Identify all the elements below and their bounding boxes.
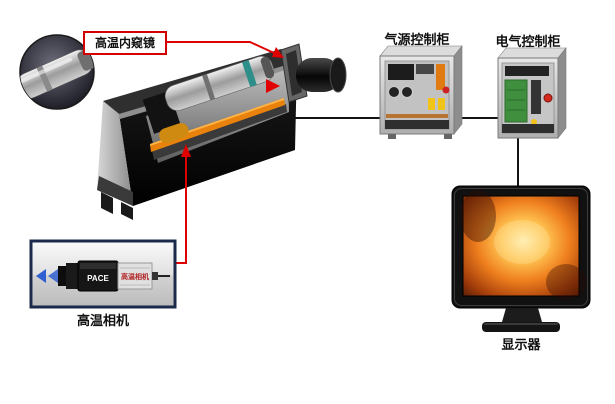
drive-motor (159, 123, 189, 144)
monitor-neck (502, 308, 542, 322)
monitor (451, 185, 591, 332)
air-control-cabinet (379, 45, 463, 139)
connector-cables (294, 117, 519, 187)
housing-left-band (97, 176, 133, 206)
interior-machinery (142, 56, 287, 160)
callout-endoscope-line (163, 41, 275, 54)
exit-flange-inner (286, 50, 302, 96)
monitor-label: 显示器 (501, 337, 541, 352)
pressure-gauge-1 (388, 86, 400, 98)
electric-cabinet-label: 电气控制柜 (495, 34, 561, 49)
pcb-green (504, 79, 528, 123)
indicator-yellow (531, 119, 537, 125)
endoscope-tip-inset (19, 34, 95, 110)
air-valve-orange (436, 64, 445, 90)
camera-lens-ring (58, 266, 68, 286)
electric-module (505, 66, 549, 76)
camera-inset: PACE 高温相机 (29, 239, 177, 309)
view-direction-arrow-1 (36, 269, 46, 283)
air-knob-red (442, 86, 450, 94)
callout-camera-arrow (181, 144, 191, 157)
guide-rail-orange (150, 98, 285, 152)
valve-handle-1 (428, 98, 435, 110)
lens-barrel (296, 57, 347, 93)
camera-connector (152, 272, 158, 280)
pressure-gauge-2 (401, 86, 413, 98)
insertion-direction-arrow (266, 79, 280, 93)
air-cabinet-label: 气源控制柜 (384, 32, 450, 47)
housing-foot-right (121, 202, 133, 220)
view-direction-arrow-2 (48, 269, 58, 283)
protective-housing (97, 43, 347, 220)
camera-label: 高温相机 (76, 313, 129, 328)
monitor-screen-furnace-view (462, 195, 580, 297)
endoscope-label: 高温内窥镜 (83, 31, 167, 55)
emergency-button-red (543, 93, 553, 103)
barrel-ring-teal (241, 60, 257, 87)
housing-foot-left (101, 192, 113, 214)
valve-handle-2 (438, 98, 445, 110)
camera-brand-text: PACE (87, 274, 109, 283)
air-pipe (386, 114, 448, 118)
callout-endoscope-arrow (272, 47, 284, 58)
callout-camera-line (174, 150, 187, 264)
red-callouts (163, 41, 284, 264)
air-cabinet-module (388, 64, 414, 80)
terminal-block (531, 80, 541, 114)
electric-control-cabinet (497, 47, 567, 139)
camera-body-label-text: 高温相机 (121, 272, 149, 281)
